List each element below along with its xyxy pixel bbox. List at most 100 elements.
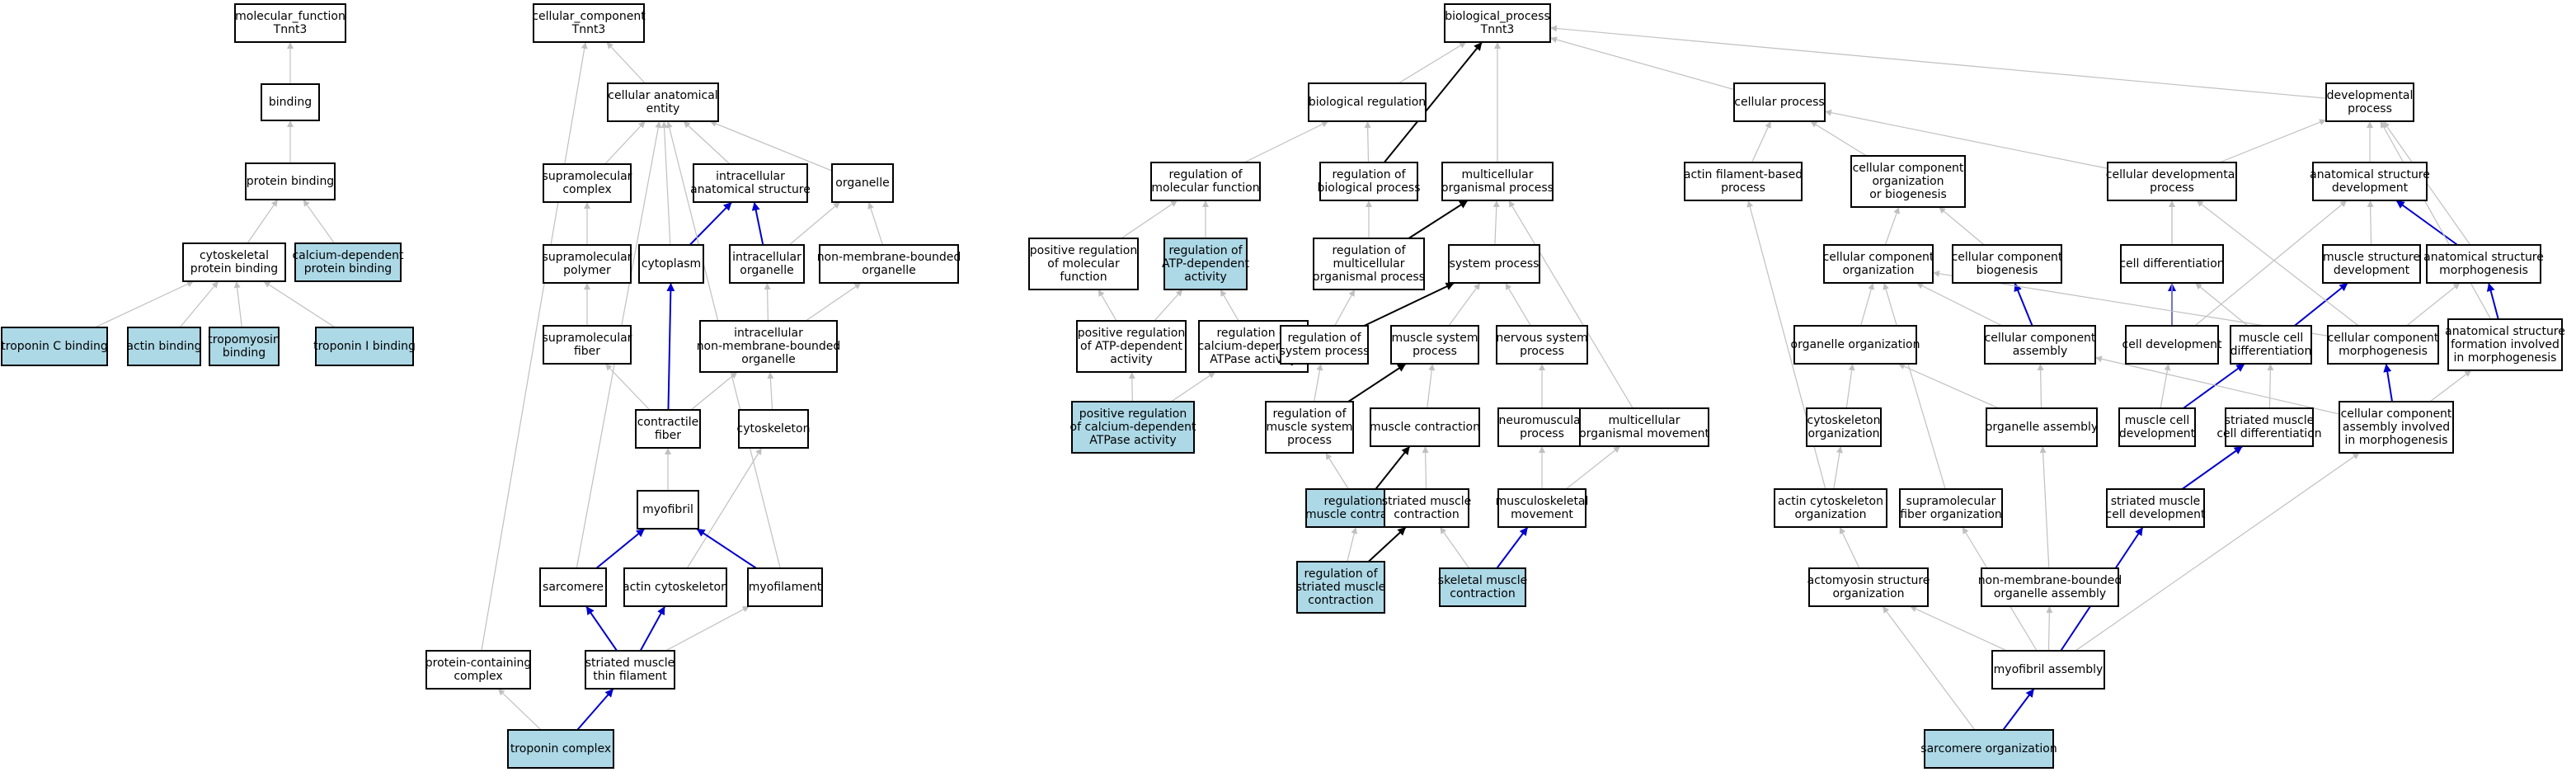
term-box (1370, 407, 1480, 447)
term-node-tni[interactable]: troponin I binding (313, 327, 416, 366)
term-node-cytoskeleton[interactable]: cytoskeleton (737, 409, 811, 449)
term-label-line: binding (269, 96, 312, 109)
term-node-myofilament[interactable]: myofilament (747, 567, 823, 607)
term-label-line: myofibril assembly (1994, 663, 2104, 676)
term-node-system-process[interactable]: system process (1448, 244, 1540, 284)
term-node-protein-binding[interactable]: protein binding (245, 162, 336, 200)
term-node-inmbo[interactable]: intracellularnon-membrane-boundedorganel… (697, 320, 841, 373)
term-node-sarcomere[interactable]: sarcomere (539, 567, 607, 607)
term-node-actin-cytoskeleton[interactable]: actin cytoskeleton (623, 567, 728, 607)
term-node-mfa[interactable]: myofibril assembly (1991, 650, 2105, 690)
term-node-org-assembly[interactable]: organelle assembly (1986, 407, 2098, 447)
term-label-line: organismal process (1441, 181, 1554, 195)
term-box (543, 244, 632, 284)
term-node-organelle[interactable]: organelle (831, 163, 894, 203)
term-node-cell-dev[interactable]: cell development (2122, 325, 2222, 365)
edge-ccm-to-asm (2406, 282, 2461, 327)
term-label-line: of calcium-dependent (1070, 421, 1197, 434)
term-node-muscle-contraction[interactable]: muscle contraction (1370, 407, 1480, 447)
term-node-troponin-complex[interactable]: troponin complex (507, 729, 614, 769)
term-node-bio-reg[interactable]: biological regulation (1308, 82, 1427, 122)
term-node-actin-b[interactable]: actin binding (126, 327, 202, 366)
term-label-line: ATP-dependent (1162, 257, 1249, 271)
term-node-myofibril[interactable]: myofibril (637, 490, 699, 530)
term-box (2325, 82, 2414, 122)
term-label-line: development (2119, 427, 2196, 440)
term-node-cytoplasm[interactable]: cytoplasm (638, 244, 704, 284)
term-label-line: process (1721, 181, 1765, 195)
term-node-binding[interactable]: binding (261, 83, 320, 121)
term-node-cell-diff[interactable]: cell differentiation (2119, 244, 2225, 284)
term-node-cellular-process[interactable]: cellular process (1733, 82, 1826, 122)
term-label-line: organelle (835, 177, 889, 190)
edge-system_process-to-mop (1492, 200, 1500, 246)
term-label-line: development (2334, 264, 2410, 277)
term-node-org-org[interactable]: organelle organization (1791, 325, 1920, 365)
edge-cdp-to-cellular_process (1824, 109, 2108, 169)
term-box (2447, 318, 2563, 371)
term-label-line: regulation of (1168, 168, 1243, 181)
edge-smcd-to-mcd (2267, 363, 2274, 409)
term-node-sarc-org[interactable]: sarcomere organization (1920, 729, 2057, 769)
term-label-line: organismal movement (1579, 427, 1709, 440)
edge-reg_bp-to-bio_reg (1364, 120, 1371, 163)
term-node-tnc[interactable]: troponin C binding (1, 327, 108, 366)
